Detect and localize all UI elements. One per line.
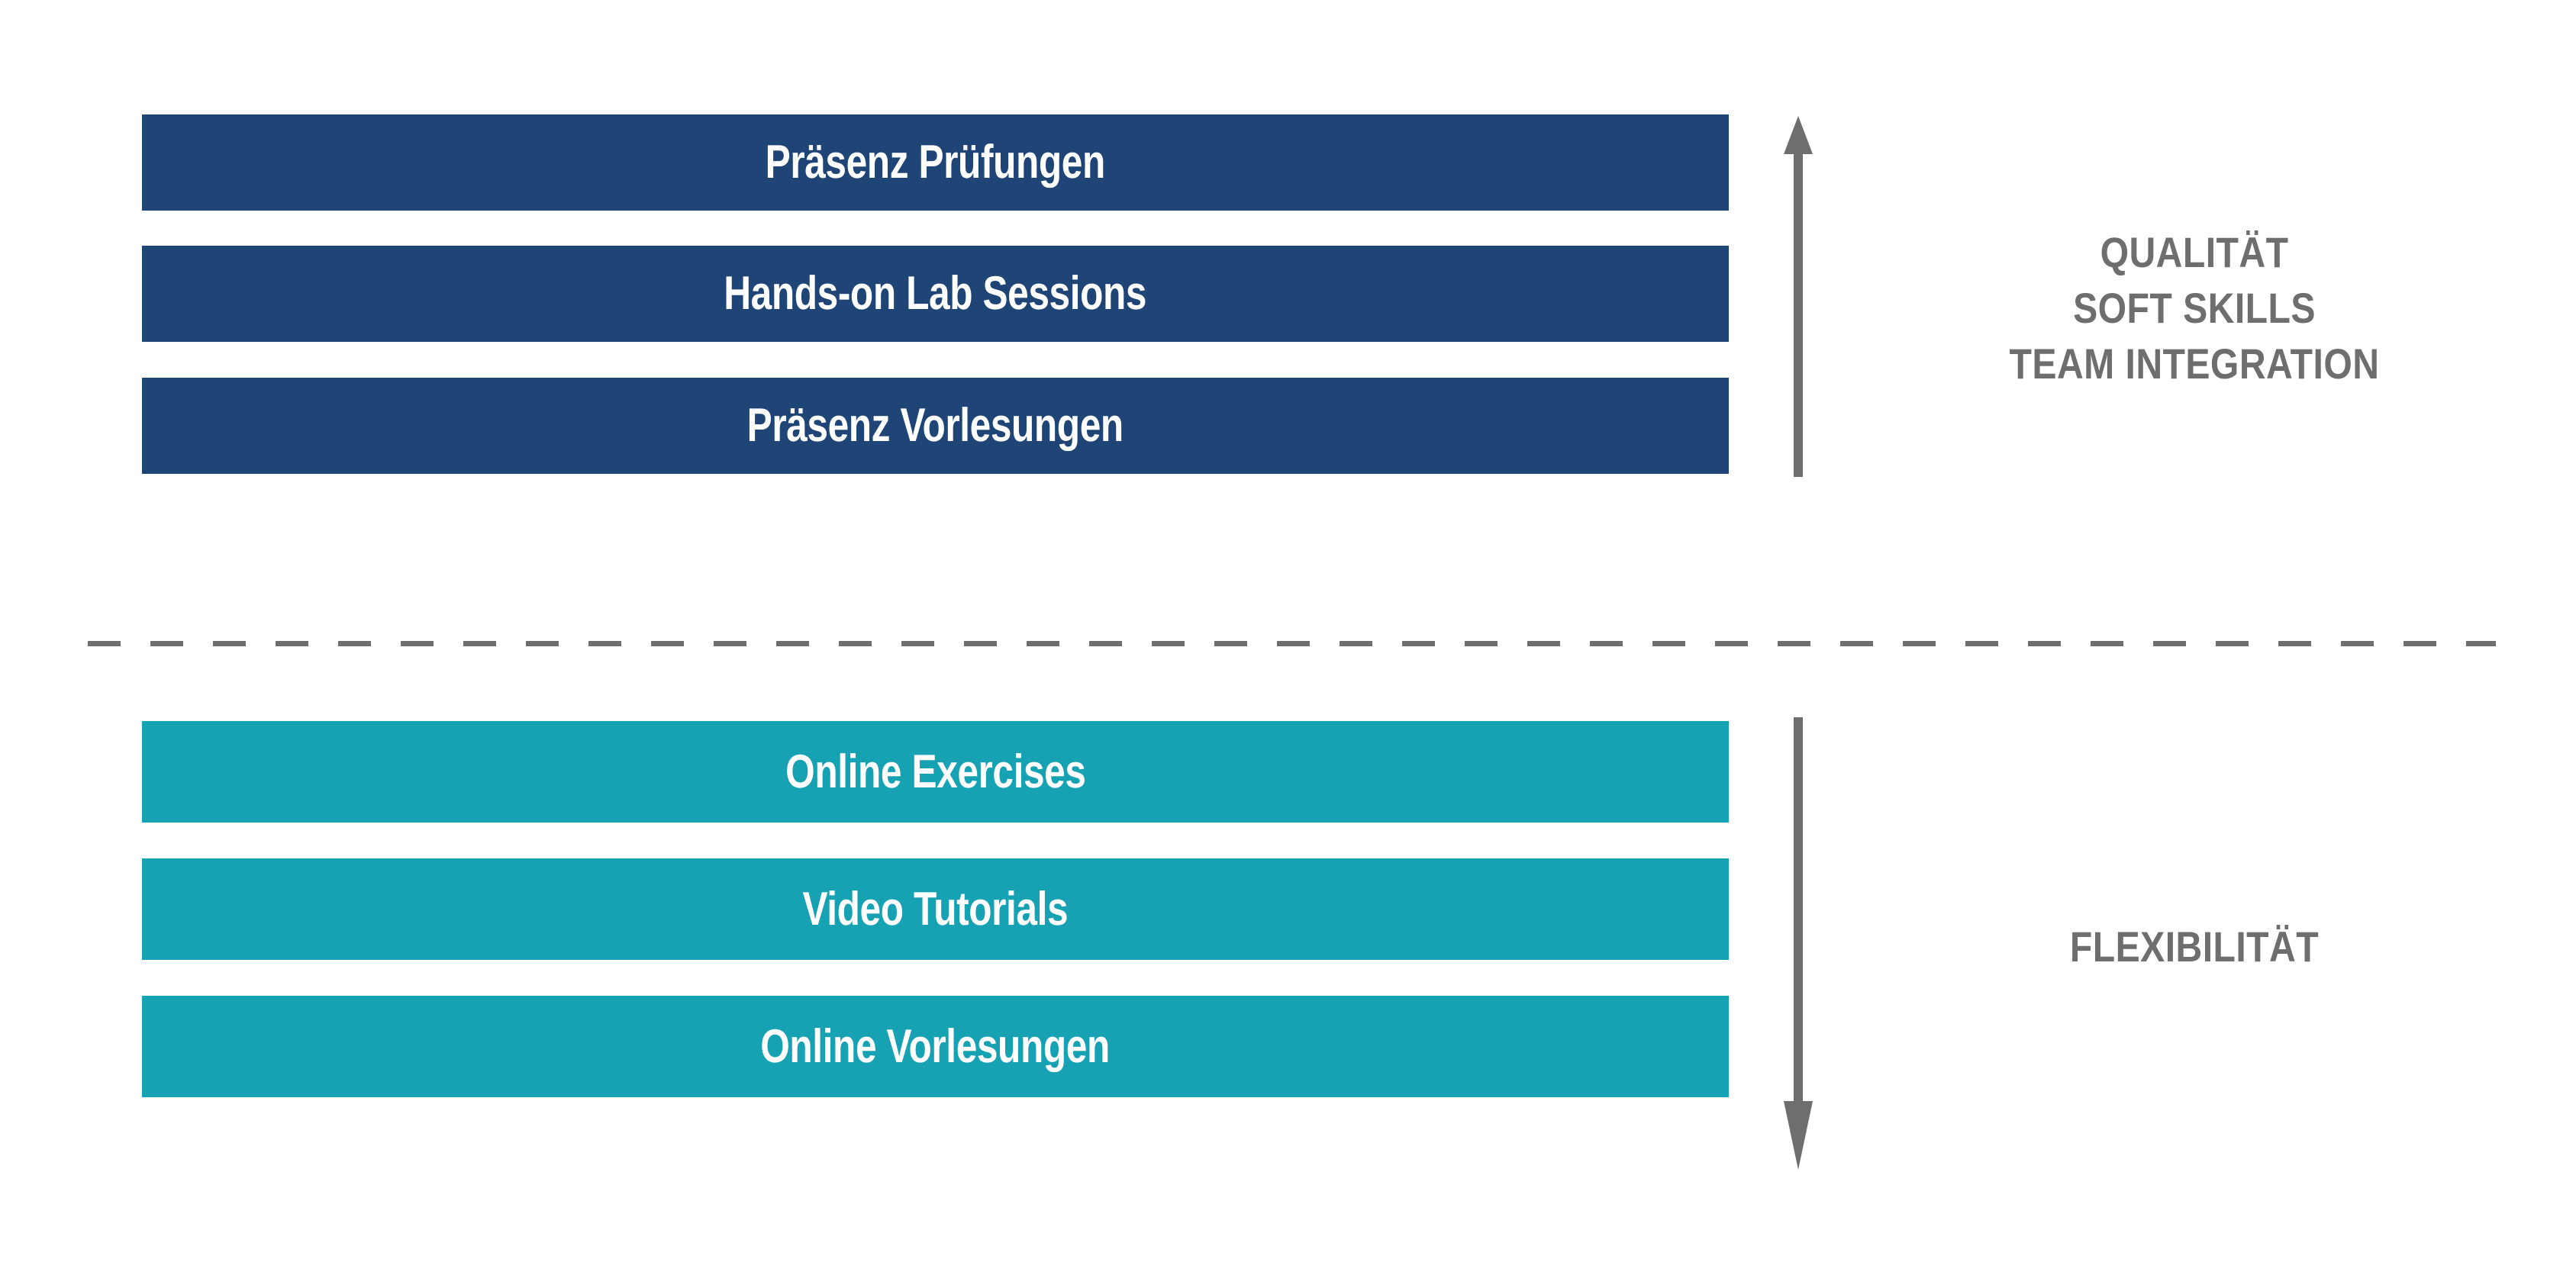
caption-line-soft-skills: SOFT SKILLS — [2073, 283, 2316, 332]
caption-quality: QUALITÄT SOFT SKILLS TEAM INTEGRATION — [1896, 225, 2494, 391]
bar-label: Präsenz Vorlesungen — [746, 399, 1124, 452]
bar-label: Online Exercises — [785, 745, 1086, 798]
bar-label: Online Vorlesungen — [760, 1019, 1111, 1073]
bar-online-exercises[interactable]: Online Exercises — [142, 721, 1729, 823]
bar-praesenz-vorlesungen[interactable]: Präsenz Vorlesungen — [142, 378, 1729, 474]
bar-hands-on-lab-sessions[interactable]: Hands-on Lab Sessions — [142, 246, 1729, 342]
down-arrow-icon — [1784, 717, 1813, 1170]
bar-label: Video Tutorials — [802, 882, 1069, 935]
caption-line-team-integration: TEAM INTEGRATION — [2009, 339, 2380, 388]
bar-label: Präsenz Prüfungen — [765, 136, 1106, 188]
caption-line-flexibilitaet: FLEXIBILITÄT — [2069, 923, 2320, 971]
caption-line-qualitaet: QUALITÄT — [2100, 228, 2289, 276]
bar-video-tutorials[interactable]: Video Tutorials — [142, 858, 1729, 960]
dashed-separator — [88, 641, 2496, 646]
up-arrow-icon — [1784, 116, 1813, 477]
bar-praesenz-pruefungen[interactable]: Präsenz Prüfungen — [142, 114, 1729, 211]
caption-flexibility: FLEXIBILITÄT — [1896, 919, 2494, 975]
bar-online-vorlesungen[interactable]: Online Vorlesungen — [142, 996, 1729, 1097]
bar-label: Hands-on Lab Sessions — [724, 267, 1147, 320]
